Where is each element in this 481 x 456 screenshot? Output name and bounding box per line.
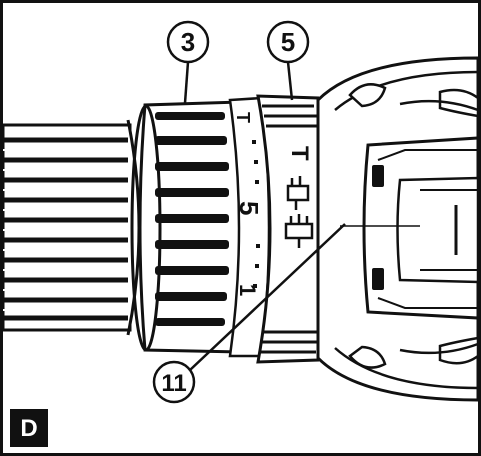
callout-5: 5 xyxy=(266,20,310,101)
mode-mark-top: T xyxy=(286,146,313,161)
callout-11-label: 11 xyxy=(161,370,186,397)
callout-5-label: 5 xyxy=(281,27,295,57)
collar-mark-bottom: 1 xyxy=(235,284,260,296)
vent-tab-top xyxy=(372,165,384,187)
vent-tab-bottom xyxy=(372,268,384,290)
panel-label: D xyxy=(20,415,37,442)
hammer-mode-icon xyxy=(284,214,314,248)
collar-mark-top: T xyxy=(233,112,253,123)
callout-11: 11 xyxy=(152,223,346,404)
callout-3: 3 xyxy=(166,20,210,104)
collar-mark-middle: 5 xyxy=(234,201,264,215)
drill-body xyxy=(316,56,480,402)
drill-mode-icon xyxy=(286,176,310,210)
panel-label-badge: D xyxy=(10,409,48,447)
callout-3-label: 3 xyxy=(181,27,195,57)
torque-collar: T 5 1 xyxy=(130,96,271,358)
chuck xyxy=(1,119,141,336)
